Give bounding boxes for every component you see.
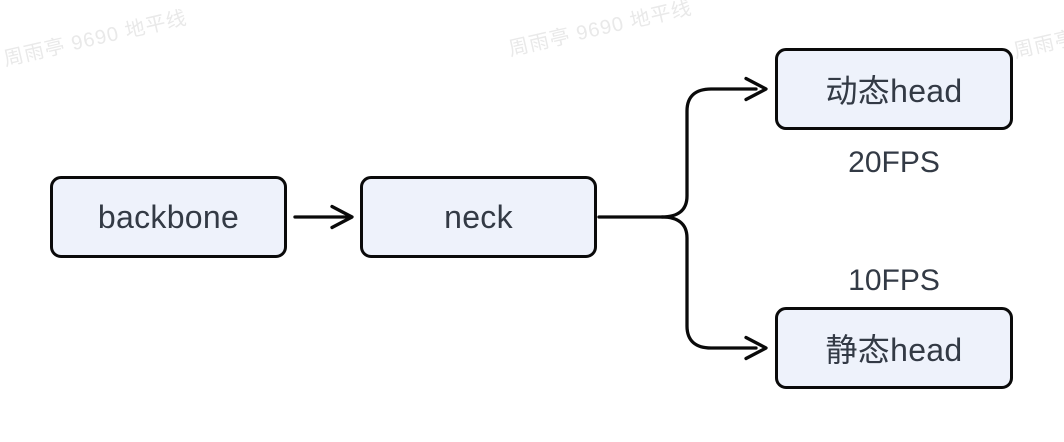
node-dynamic-head: 动态head [775,48,1013,130]
node-neck: neck [360,176,597,258]
arrowhead-neck-dynamic-head [744,76,768,102]
edge-neck-dynamic-head [660,87,758,219]
node-backbone: backbone [50,176,287,258]
caption-static-head-fps: 10FPS [848,264,940,297]
edge-neck-static-head [660,215,758,350]
node-static-head-label: 静态head [825,332,963,368]
arrowhead-backbone-neck [330,204,354,230]
node-neck-label: neck [444,198,513,235]
node-backbone-label: backbone [97,198,240,235]
node-dynamic-head-label: 动态head [825,73,963,109]
node-static-head: 静态head [775,307,1013,389]
arrowhead-neck-static-head [744,335,768,361]
caption-dynamic-head-fps: 20FPS [848,146,940,179]
